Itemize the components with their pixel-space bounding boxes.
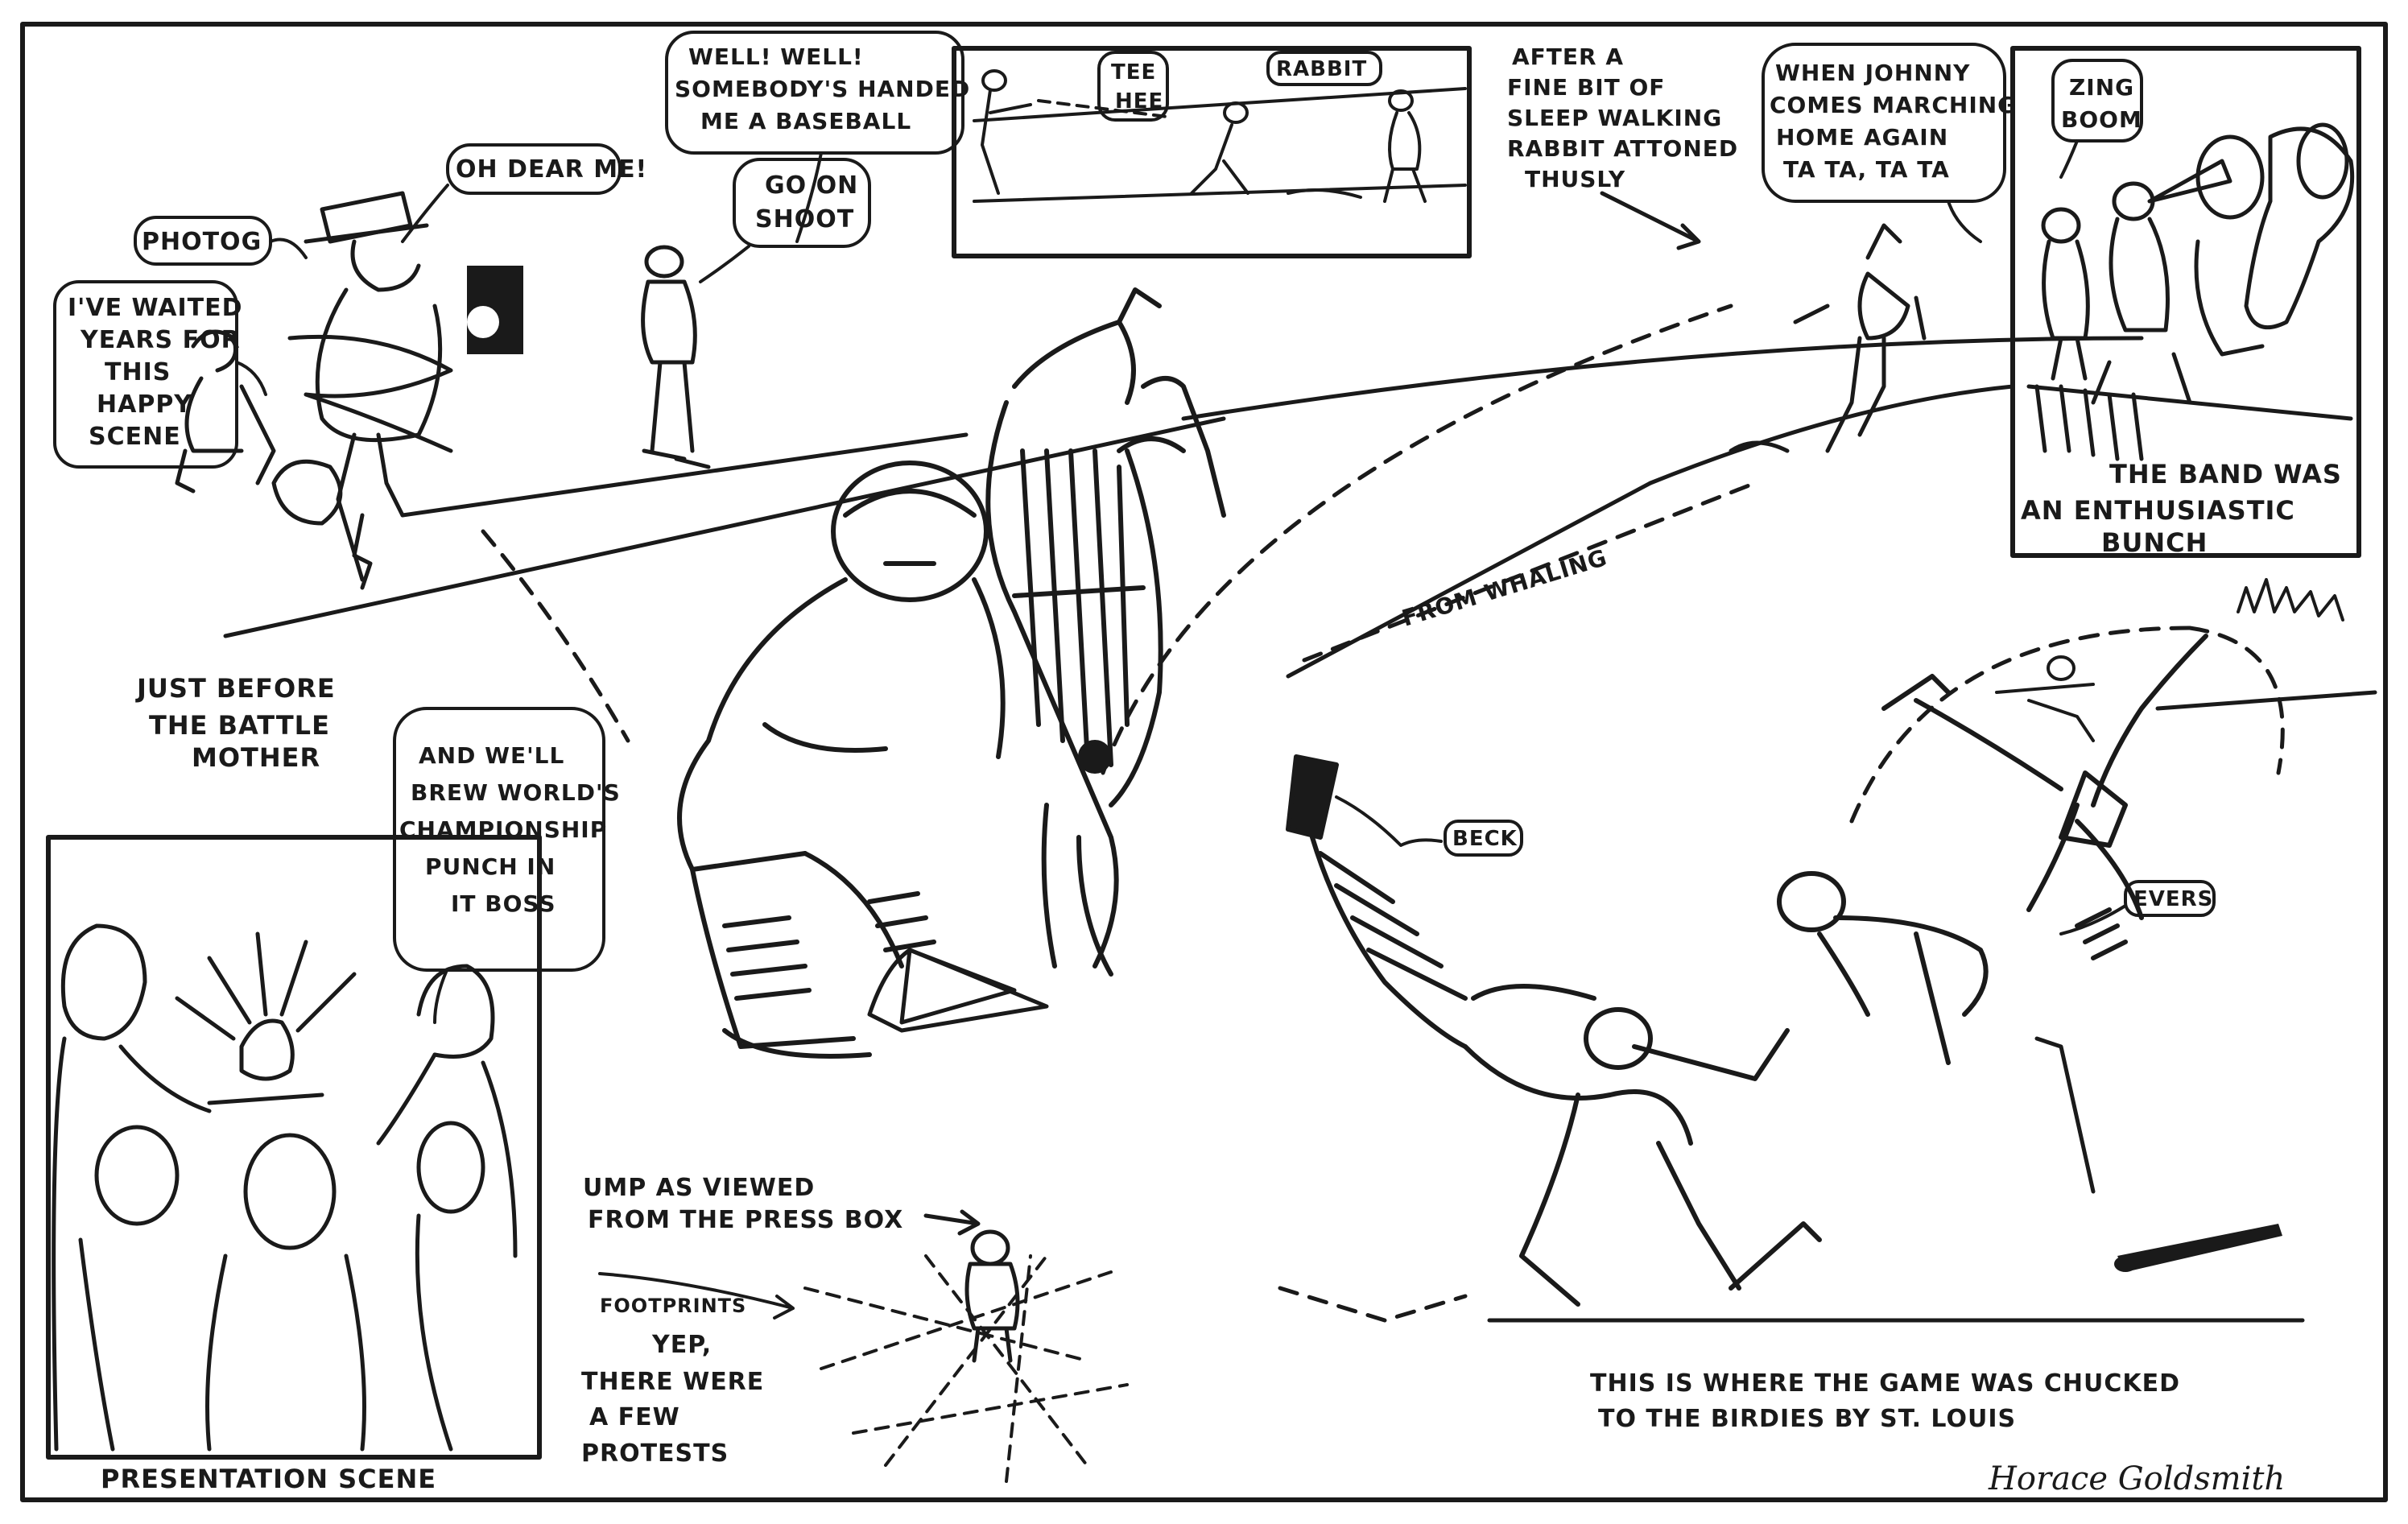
svg-text:PROTESTS: PROTESTS xyxy=(581,1439,729,1468)
caption-beck: BECK xyxy=(1452,827,1518,851)
svg-text:UMP AS VIEWED: UMP AS VIEWED xyxy=(583,1174,815,1202)
svg-text:AN ENTHUSIASTIC: AN ENTHUSIASTIC xyxy=(2021,495,2295,526)
caption-chucked: THIS IS WHERE THE GAME WAS CHUCKED TO TH… xyxy=(1590,1369,2180,1433)
svg-text:JUST BEFORE: JUST BEFORE xyxy=(135,673,336,704)
cartoon-frame xyxy=(20,22,2388,1502)
svg-text:IT BOSS: IT BOSS xyxy=(451,890,556,917)
svg-text:THE BAND WAS: THE BAND WAS xyxy=(2109,459,2342,489)
svg-text:COMES MARCHING: COMES MARCHING xyxy=(1770,92,2017,118)
svg-text:FROM THE PRESS BOX: FROM THE PRESS BOX xyxy=(588,1206,903,1234)
svg-text:GO ON: GO ON xyxy=(765,171,858,200)
svg-text:RABBIT ATTONED: RABBIT ATTONED xyxy=(1507,135,1738,162)
caption-just-before: JUST BEFORE THE BATTLE MOTHER xyxy=(135,673,336,773)
speech-balloons xyxy=(53,31,2216,1024)
footprints-arrow xyxy=(598,1272,795,1320)
svg-text:THERE WERE: THERE WERE xyxy=(581,1368,764,1396)
press-box-arrow xyxy=(923,1209,981,1236)
thusly-arrow xyxy=(1600,191,1701,250)
svg-text:BREW WORLD'S: BREW WORLD'S xyxy=(411,779,621,806)
svg-text:SHOOT: SHOOT xyxy=(755,205,854,233)
caption-tee-hee: TEE HEE xyxy=(1111,60,1163,114)
svg-text:CHAMPIONSHIP: CHAMPIONSHIP xyxy=(399,816,607,843)
caption-sleep-walking: AFTER A FINE BIT OF SLEEP WALKING RABBIT… xyxy=(1507,43,1738,192)
home-plate xyxy=(899,948,1017,1025)
caption-brew: AND WE'LL BREW WORLD'S CHAMPIONSHIP PUNC… xyxy=(399,742,621,917)
svg-text:ZING: ZING xyxy=(2069,74,2134,101)
svg-text:BOOM: BOOM xyxy=(2061,106,2142,133)
svg-text:HAPPY: HAPPY xyxy=(97,390,192,419)
svg-text:SLEEP WALKING: SLEEP WALKING xyxy=(1507,105,1722,131)
presentation-inset-frame xyxy=(46,835,542,1460)
rabbit-inset-scene xyxy=(973,69,1467,203)
svg-text:PHOTOG: PHOTOG xyxy=(142,228,262,256)
svg-text:MOTHER: MOTHER xyxy=(192,742,320,773)
evers-label-pointer xyxy=(2059,904,2127,935)
presentation-figures xyxy=(52,923,518,1452)
caption-well-well: WELL! WELL! SOMEBODY'S HANDED ME A BASEB… xyxy=(675,43,970,134)
caption-evers: EVERS xyxy=(2133,887,2213,911)
evers-figure xyxy=(1777,634,2208,1065)
svg-text:THIS: THIS xyxy=(105,358,171,386)
artist-signature: Horace Goldsmith xyxy=(1988,1460,2285,1497)
svg-text:TA TA, TA TA: TA TA, TA TA xyxy=(1783,156,1950,183)
pitcher-figure xyxy=(641,245,711,469)
svg-text:BUNCH: BUNCH xyxy=(2101,527,2208,558)
svg-text:AND WE'LL: AND WE'LL xyxy=(419,742,564,769)
svg-text:ME A BASEBALL: ME A BASEBALL xyxy=(700,108,911,134)
caption-presentation: PRESENTATION SCENE xyxy=(101,1464,436,1494)
camera-icon xyxy=(467,266,523,354)
catcher-figure xyxy=(677,461,1006,1059)
beck-label-pointer xyxy=(1335,795,1443,847)
band-figures xyxy=(2026,122,2355,461)
runner-sliding-figure xyxy=(985,287,1226,977)
caption-zing-boom: ZING BOOM xyxy=(2061,74,2142,133)
svg-text:I'VE WAITED: I'VE WAITED xyxy=(68,294,242,322)
svg-text:THIS IS WHERE THE GAME WAS CHU: THIS IS WHERE THE GAME WAS CHUCKED xyxy=(1590,1369,2180,1398)
band-inset-frame xyxy=(2010,46,2361,558)
svg-text:TO THE BIRDIES BY ST. LOUIS: TO THE BIRDIES BY ST. LOUIS xyxy=(1598,1405,2016,1433)
svg-text:FINE BIT OF: FINE BIT OF xyxy=(1507,74,1665,101)
caption-footprints: FOOTPRINTS xyxy=(600,1295,746,1317)
caption-rabbit: RABBIT xyxy=(1276,57,1367,81)
svg-text:HEE: HEE xyxy=(1115,89,1163,114)
caption-johnny: WHEN JOHNNY COMES MARCHING HOME AGAIN TA… xyxy=(1770,60,2017,183)
svg-text:PUNCH IN: PUNCH IN xyxy=(425,853,556,880)
caption-go-on-shoot: GO ON SHOOT xyxy=(755,171,858,233)
svg-text:WHEN JOHNNY: WHEN JOHNNY xyxy=(1775,60,1970,86)
flying-player-figure xyxy=(1995,655,2095,742)
svg-text:A FEW: A FEW xyxy=(589,1403,680,1431)
svg-text:AFTER A: AFTER A xyxy=(1512,43,1624,70)
svg-text:SCENE: SCENE xyxy=(89,423,181,451)
svg-text:HOME AGAIN: HOME AGAIN xyxy=(1776,124,1948,151)
svg-text:YEARS FOR: YEARS FOR xyxy=(80,326,241,354)
svg-text:THE BATTLE: THE BATTLE xyxy=(149,710,330,741)
svg-text:WELL! WELL!: WELL! WELL! xyxy=(688,43,864,70)
svg-text:TEE: TEE xyxy=(1111,60,1156,85)
bat-icon xyxy=(2114,1224,2282,1272)
caption-waited: I'VE WAITED YEARS FOR THIS HAPPY SCENE xyxy=(68,294,242,451)
photog-hop-mark xyxy=(352,513,373,590)
caption-protests: YEP, THERE WERE A FEW PROTESTS xyxy=(581,1331,764,1468)
caption-oh-dear: OH DEAR ME! xyxy=(456,155,647,184)
caption-from-whaling: FROM WHALING xyxy=(1398,544,1610,632)
caption-ump-viewed: UMP AS VIEWED FROM THE PRESS BOX xyxy=(583,1174,903,1234)
svg-text:YEP,: YEP, xyxy=(651,1331,712,1359)
rabbit-inset-frame xyxy=(952,46,1472,258)
footprint-lines xyxy=(803,1254,1129,1483)
waiting-catcher-figure xyxy=(175,329,276,494)
umpire-figure xyxy=(964,1229,1020,1363)
sleepwalking-rabbit-figure xyxy=(1729,223,1927,453)
svg-text:SOMEBODY'S HANDED: SOMEBODY'S HANDED xyxy=(675,76,970,102)
ball-trajectories xyxy=(481,304,2285,1323)
svg-text:THUSLY: THUSLY xyxy=(1525,166,1625,192)
photog-figure xyxy=(271,191,453,582)
caption-photog: PHOTOG xyxy=(142,228,262,256)
caption-band: THE BAND WAS AN ENTHUSIASTIC BUNCH xyxy=(2021,459,2342,558)
outfield-grass xyxy=(2237,578,2344,622)
beck-figure xyxy=(1286,754,1822,1307)
